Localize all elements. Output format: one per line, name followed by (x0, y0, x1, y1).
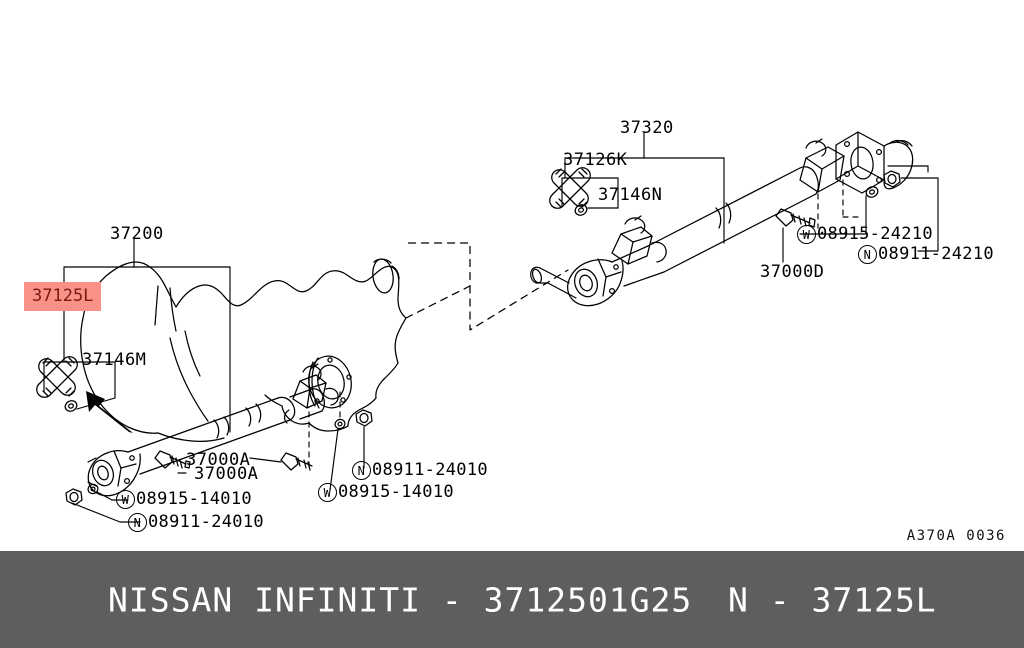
part-label-37000A-upper: 37000A (186, 450, 251, 470)
snap-ring-left (64, 400, 78, 412)
fastener-number: 08915-14010 (338, 482, 454, 502)
fastener-number: 08911-24210 (878, 244, 994, 264)
nut-badge-icon: N (128, 513, 147, 532)
transmission-output-opening (372, 258, 400, 294)
footer-part-reference: N - 37125L (728, 580, 937, 619)
fastener-callout-08915-24210-right: W 08915-24210 (797, 225, 933, 244)
footer-brand-and-catalog-number: NISSAN INFINITI - 3712501G25 (108, 580, 693, 619)
fastener-callout-08911-24010-left: N 08911-24010 (128, 513, 264, 532)
snap-ring-right (574, 204, 588, 216)
fastener-callout-08915-14010-center: W 08915-14010 (318, 483, 454, 502)
leader-lines (43, 132, 939, 523)
rear-shaft-splined-stub (530, 258, 624, 307)
bolt-37000A-lower (154, 450, 191, 469)
highlighted-part-label-37125L[interactable]: 37125L (24, 282, 102, 311)
front-propeller-shaft (127, 388, 325, 475)
footer-content: NISSAN INFINITI - 3712501G25 N - 37125L (0, 551, 1024, 648)
part-label-37126K: 37126K (563, 150, 628, 170)
nut-08911-24010-center (355, 409, 373, 427)
part-label-37146N: 37146N (598, 185, 663, 205)
highlight-pointer-arrow (86, 391, 133, 433)
bolt-37000D (775, 208, 816, 228)
part-label-37000D: 37000D (760, 262, 825, 282)
nut-badge-icon: N (352, 461, 371, 480)
bolt-37000A-upper (280, 452, 313, 471)
washer-badge-icon: W (318, 483, 337, 502)
fastener-number: 08911-24010 (372, 460, 488, 480)
break-line (405, 242, 569, 331)
housing-bore-face (308, 355, 352, 409)
fastener-number: 08911-24010 (148, 512, 264, 532)
fastener-callout-08911-24210-right: N 08911-24210 (858, 245, 994, 264)
diagram-code: A370A 0036 (906, 528, 1006, 544)
front-shaft-yoke (87, 450, 141, 497)
fastener-callout-08915-14010-left: W 08915-14010 (116, 490, 252, 509)
rear-flange-yoke (799, 131, 914, 194)
center-universal-joint (283, 363, 339, 424)
washer-08915-14010-center (334, 418, 346, 430)
part-label-37200: 37200 (110, 224, 164, 244)
part-label-37146M: 37146M (82, 350, 147, 370)
universal-joint-spider-37146M (36, 356, 78, 398)
nut-badge-icon: N (858, 245, 877, 264)
nut-08911-24210-right (883, 170, 901, 188)
washer-08915-24210-right (865, 186, 879, 198)
nut-08911-24010-left (65, 488, 83, 506)
universal-joint-spider-37146N (549, 167, 591, 209)
fastener-number: 08915-24210 (817, 224, 933, 244)
washer-badge-icon: W (797, 225, 816, 244)
washer-08915-14010-left (87, 483, 99, 495)
part-label-37000A-lower: 37000A (194, 464, 259, 484)
fastener-callout-08911-24010-center: N 08911-24010 (352, 461, 488, 480)
fastener-number: 08915-14010 (136, 489, 252, 509)
rear-shaft-front-joint (611, 215, 667, 265)
part-label-37320: 37320 (620, 118, 674, 138)
washer-badge-icon: W (116, 490, 135, 509)
footer-bar: NISSAN INFINITI - 3712501G25 N - 37125L (0, 551, 1024, 648)
